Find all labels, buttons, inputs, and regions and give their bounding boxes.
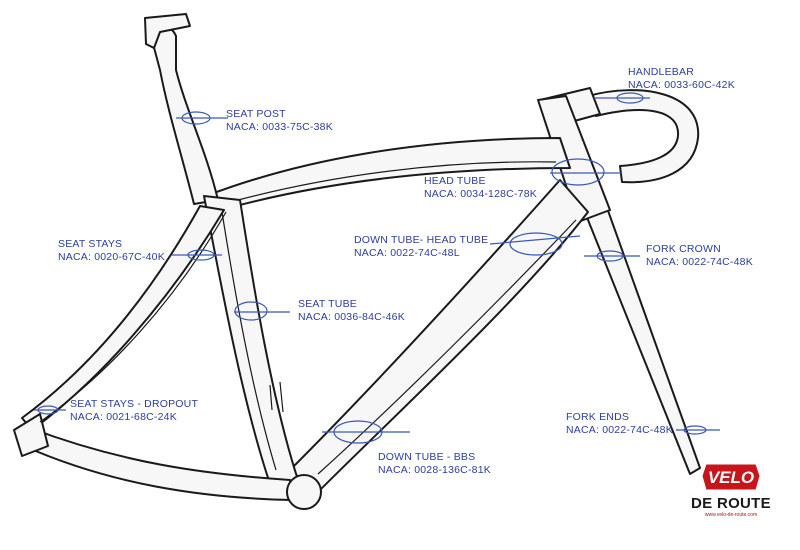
label-head-tube: HEAD TUBE NACA: 0034-128C-78K (424, 175, 537, 201)
velo-logo-badge: VELO (701, 463, 761, 491)
label-handlebar: HANDLEBAR NACA: 0033-60C-42K (628, 66, 735, 92)
label-down-tube-bbs-code: NACA: 0028-136C-81K (378, 464, 491, 476)
label-seat-tube: SEAT TUBE NACA: 0036-84C-46K (298, 298, 405, 324)
label-fork-crown-name: FORK CROWN (646, 243, 721, 255)
label-fork-ends-name: FORK ENDS (566, 411, 630, 423)
velo-de-route-logo: VELO DE ROUTE www.velo-de-route.com (690, 462, 772, 524)
marker-seat-post (181, 111, 211, 125)
logo-url: www.velo-de-route.com (704, 512, 758, 518)
label-seat-stays: SEAT STAYS NACA: 0020-67C-40K (58, 238, 165, 264)
label-handlebar-code: NACA: 0033-60C-42K (628, 79, 735, 91)
marker-seat-stays-dropout (37, 405, 59, 415)
label-handlebar-name: HANDLEBAR (628, 66, 694, 78)
label-fork-ends: FORK ENDS NACA: 0022-74C-48K (566, 411, 673, 437)
label-head-tube-name: HEAD TUBE (424, 175, 486, 187)
marker-handlebar (616, 92, 644, 104)
marker-line-down-tube-head-tube (489, 235, 581, 245)
label-head-tube-code: NACA: 0034-128C-78K (424, 188, 537, 200)
marker-down-tube-head-tube (509, 232, 563, 256)
seat-tube (203, 195, 299, 485)
label-seat-stays-dropout-code: NACA: 0021-68C-24K (70, 411, 177, 423)
label-seat-stays-dropout: SEAT STAYS - DROPOUT NACA: 0021-68C-24K (70, 398, 198, 424)
down-tube (289, 179, 589, 493)
logo-brand: DE ROUTE (691, 495, 771, 512)
label-seat-post: SEAT POST NACA: 0033-75C-38K (226, 108, 333, 134)
top-tube (205, 137, 571, 207)
label-down-tube-head-tube-name: DOWN TUBE- HEAD TUBE (354, 234, 489, 246)
label-down-tube-bbs-name: DOWN TUBE - BBS (378, 451, 476, 463)
marker-down-tube-bbs (333, 420, 383, 444)
marker-fork-ends (683, 425, 707, 435)
bottom-bracket (286, 474, 322, 510)
label-seat-stays-dropout-name: SEAT STAYS - DROPOUT (70, 398, 199, 410)
marker-seat-stays (187, 249, 215, 261)
marker-fork-crown (596, 250, 624, 262)
label-seat-tube-code: NACA: 0036-84C-46K (298, 311, 405, 323)
label-seat-post-name: SEAT POST (226, 108, 286, 120)
marker-head-tube (551, 158, 605, 186)
label-down-tube-bbs: DOWN TUBE - BBS NACA: 0028-136C-81K (378, 451, 491, 477)
label-seat-tube-name: SEAT TUBE (298, 298, 357, 310)
rear-dropout (13, 413, 49, 457)
seat-post-head (144, 13, 191, 49)
velo-logo-text: VELO (708, 468, 754, 487)
label-seat-post-code: NACA: 0033-75C-38K (226, 121, 333, 133)
handlebar-drop (587, 89, 700, 184)
label-fork-ends-code: NACA: 0022-74C-48K (566, 424, 673, 436)
label-fork-crown: FORK CROWN NACA: 0022-74C-48K (646, 243, 753, 269)
label-seat-stays-name: SEAT STAYS (58, 238, 123, 250)
label-down-tube-head-tube-code: NACA: 0022-74C-48L (354, 247, 460, 259)
label-seat-stays-code: NACA: 0020-67C-40K (58, 251, 165, 263)
chain-stay (23, 427, 293, 501)
label-down-tube-head-tube: DOWN TUBE- HEAD TUBE NACA: 0022-74C-48L (354, 234, 488, 260)
label-fork-crown-code: NACA: 0022-74C-48K (646, 256, 753, 268)
marker-seat-tube (234, 301, 268, 321)
